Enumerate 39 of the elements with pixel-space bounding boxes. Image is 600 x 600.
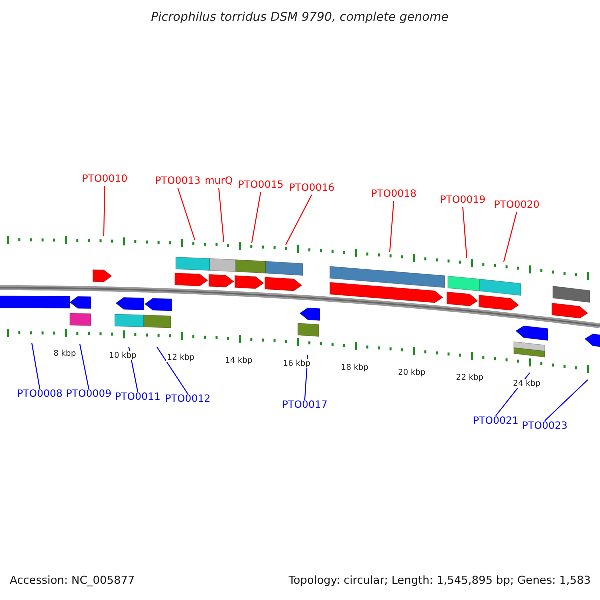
leader-line: [462, 206, 468, 258]
gene-label: PTO0016: [289, 183, 335, 195]
leader-line: [544, 380, 588, 422]
scale-label: 10 kbp: [108, 351, 138, 360]
gene-label: PTO0021: [473, 416, 519, 428]
scale-label: 14 kbp: [224, 356, 254, 365]
leader-line: [178, 188, 196, 240]
leader-line: [390, 200, 394, 252]
scale-label: 20 kbp: [397, 368, 427, 377]
gene-label: PTO0011: [115, 392, 161, 404]
leader-line: [504, 212, 518, 262]
gene-label: PTO0009: [66, 389, 112, 401]
gene-label: PTO0017: [282, 400, 328, 412]
gene-label: PTO0020: [494, 200, 540, 212]
scale-label: 12 kbp: [166, 353, 196, 362]
leader-line: [218, 188, 224, 242]
footer-text: Accession: NC_005877: [10, 574, 136, 587]
scale-label: 18 kbp: [340, 363, 370, 372]
gene-label: PTO0008: [17, 389, 63, 401]
gene-label: PTO0023: [522, 421, 568, 433]
footer-text: Topology: circular; Length: 1,545,895 bp; Genes: 1,583: [288, 574, 591, 587]
leader-line: [32, 342, 40, 390]
diagram-title: Picrophilus torridus DSM 9790, complete genome: [151, 10, 449, 24]
gene-label: PTO0012: [165, 394, 211, 406]
gene-label: murQ: [204, 176, 234, 188]
scale-label: 24 kbp: [512, 379, 542, 388]
gene-label: PTO0013: [155, 176, 201, 188]
gene-label: PTO0019: [440, 195, 486, 207]
leader-line: [104, 186, 106, 236]
leader-line: [80, 344, 90, 390]
leader-line: [252, 192, 262, 244]
scale-label: 16 kbp: [282, 359, 312, 368]
leader-line: [286, 194, 312, 246]
scale-label: 22 kbp: [455, 373, 485, 382]
leader-line: [156, 346, 188, 394]
scale-label: 8 kbp: [52, 349, 78, 358]
gene-label: PTO0010: [82, 174, 128, 186]
gene-label: PTO0015: [238, 180, 284, 192]
gene-label: PTO0018: [371, 189, 417, 201]
